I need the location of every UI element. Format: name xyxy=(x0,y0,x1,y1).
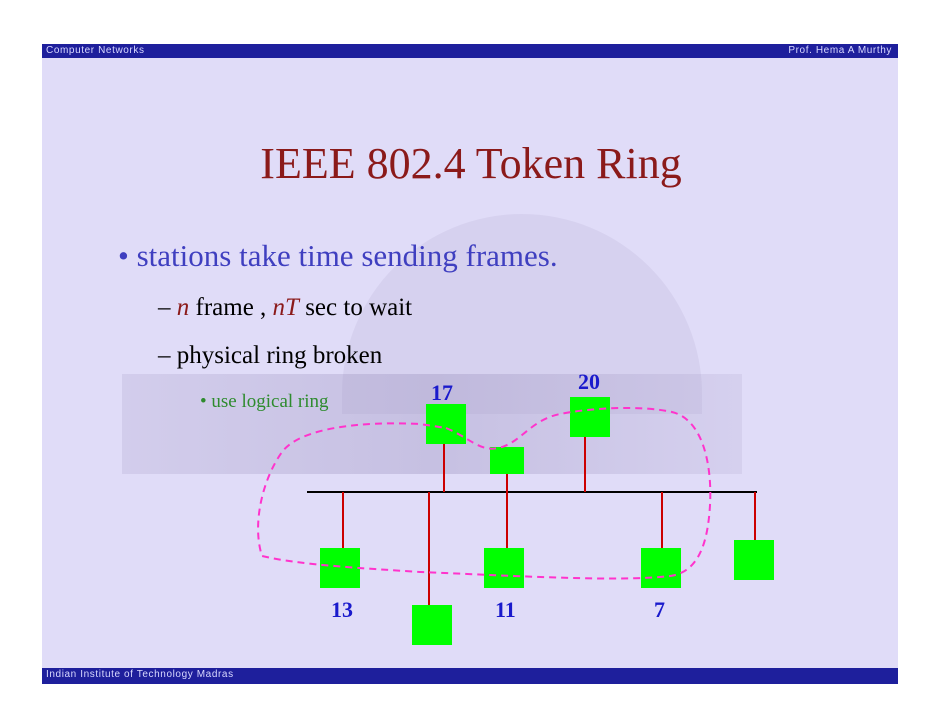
header-bar: Computer Networks Prof. Hema A Murthy xyxy=(42,44,898,58)
station-20 xyxy=(570,397,610,437)
label-13: 13 xyxy=(331,597,353,622)
slide-title: IEEE 802.4 Token Ring xyxy=(260,139,682,188)
label-17: 17 xyxy=(431,380,453,405)
footer-bar: Indian Institute of Technology Madras xyxy=(42,668,898,684)
sub-wait-text: sec to wait xyxy=(298,294,413,321)
station-11 xyxy=(484,548,524,588)
bullet-main: • stations take time sending frames. xyxy=(118,238,558,274)
bullet-marker: • xyxy=(200,391,207,412)
label-7: 7 xyxy=(654,597,665,622)
label-20: 20 xyxy=(578,369,600,394)
var-n: n xyxy=(176,294,190,321)
sub-logical-text: use logical ring xyxy=(211,391,329,412)
bullet-marker: • xyxy=(118,238,129,273)
station-7 xyxy=(641,548,681,588)
var-nT: nT xyxy=(272,294,299,321)
sub-broken-text: physical ring broken xyxy=(176,342,383,369)
bullet-main-text: stations take time sending frames. xyxy=(136,238,558,273)
sub-sub-bullet-logical: • use logical ring xyxy=(200,391,329,413)
label-11: 11 xyxy=(495,597,516,622)
footer-institute: Indian Institute of Technology Madras xyxy=(46,669,234,680)
station-unlabeled-right xyxy=(734,540,774,580)
station-middle xyxy=(490,447,524,474)
slide-background xyxy=(42,44,898,684)
logical-ring-path xyxy=(257,406,712,580)
station-17 xyxy=(426,404,466,444)
dash-marker: – xyxy=(158,294,171,321)
dash-marker: – xyxy=(158,342,171,369)
station-13 xyxy=(320,548,360,588)
header-course: Computer Networks xyxy=(46,45,145,56)
sub-bullet-wait: – n frame , nT sec to wait xyxy=(158,294,412,322)
station-unlabeled-bottom xyxy=(412,605,452,645)
header-author: Prof. Hema A Murthy xyxy=(788,45,892,56)
sub-frame-text: frame , xyxy=(189,294,273,321)
sub-bullet-broken: – physical ring broken xyxy=(158,342,382,370)
